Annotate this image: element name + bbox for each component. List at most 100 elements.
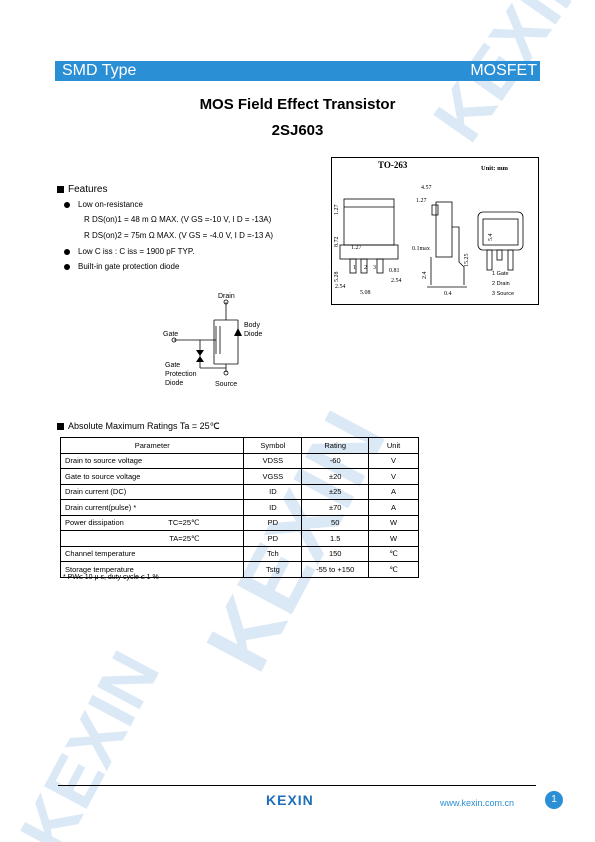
bullet-icon	[64, 201, 70, 208]
table-row: Drain current(pulse) * ID ±70 A	[59, 499, 419, 516]
table-row: Drain current (DC) ID ±25 A	[59, 483, 419, 500]
parameter-cell: Drain current (DC)	[59, 483, 245, 500]
mosfet-schematic: Drain Gate Source	[163, 293, 242, 388]
unit-cell: ℃	[368, 545, 419, 562]
dim-d8: 0.81	[389, 268, 400, 274]
ratings-heading: Absolute Maximum Ratings Ta = 25℃	[57, 421, 220, 432]
dim-d2: 4.57	[421, 185, 432, 191]
page-number-badge: 1	[545, 791, 563, 809]
parameter-cell: TA=25℃	[59, 530, 245, 547]
condition-label: TC=25℃	[168, 518, 200, 528]
package-outline: 1.27 4.57 8.72 1.27 5.28 2.54 5.08 0.81 …	[334, 185, 524, 297]
watermark-text-3: KEXIN	[5, 639, 174, 842]
schematic-drain-label: Drain	[218, 293, 235, 300]
pin-label-gate: 1 Gate	[492, 271, 509, 277]
schematic-source-label: Source	[215, 381, 237, 388]
bullet-icon	[64, 248, 70, 255]
dim-d4: 1.27	[351, 245, 362, 251]
schematic-gate-label: Gate	[163, 331, 178, 338]
package-name: TO-263	[378, 160, 408, 170]
pin-number-1: 1	[353, 265, 356, 271]
symbol-cell: PD	[243, 530, 303, 547]
dim-d11: 15.25	[464, 254, 470, 268]
table-header-row: Parameter Symbol Rating Unit	[59, 437, 419, 454]
column-header: Rating	[301, 437, 370, 454]
rating-cell: ±70	[301, 499, 370, 516]
symbol-cell: PD	[243, 514, 303, 531]
bullet-icon	[64, 263, 70, 270]
column-header: Symbol	[243, 437, 303, 454]
dim-d14: 0.4	[444, 291, 452, 297]
rating-cell: -60	[301, 452, 370, 469]
unit-cell: ℃	[368, 561, 419, 578]
pin-label-source: 3 Source	[492, 291, 514, 297]
symbol-cell: VDSS	[243, 452, 303, 469]
part-number: 2SJ603	[271, 122, 324, 139]
table-row: TA=25℃ PD 1.5 W	[59, 530, 419, 547]
unit-cell: W	[368, 514, 419, 531]
unit-cell: A	[368, 499, 419, 516]
rating-cell: ±20	[301, 468, 370, 485]
package-drawing-frame	[331, 157, 539, 305]
symbol-cell: ID	[243, 499, 303, 516]
rating-cell: 1.5	[301, 530, 370, 547]
column-header: Parameter	[59, 437, 245, 454]
parameter-cell: Channel temperature	[59, 545, 245, 562]
features-heading: Features	[57, 184, 107, 195]
section-square-icon	[57, 423, 64, 431]
dim-d5: 5.28	[334, 272, 340, 283]
pin-label-drain: 2 Drain	[492, 281, 510, 287]
feature-item: R DS(on)1 = 48 m Ω MAX. (V GS =-10 V, I …	[84, 215, 272, 224]
pin-number-3: 3	[373, 265, 376, 271]
footer-brand-logo: KEXIN	[266, 792, 314, 808]
parameter-cell: Drain to source voltage	[59, 452, 245, 469]
schematic-gate-protection-label: Gate Protection Diode	[165, 362, 197, 387]
symbol-cell: Tstg	[243, 561, 303, 578]
dim-d9: 2.54	[391, 278, 402, 284]
table-row: Drain to source voltage VDSS -60 V	[59, 452, 419, 469]
feature-item: Built-in gate protection diode	[64, 262, 179, 271]
header-left-label: SMD Type	[62, 62, 137, 79]
symbol-cell: VGSS	[243, 468, 303, 485]
feature-item: R DS(on)2 = 75m Ω MAX. (V GS = -4.0 V, I…	[84, 231, 274, 240]
footer-url[interactable]: www.kexin.com.cn	[440, 798, 515, 808]
parameter-cell: Storage temperature	[59, 561, 245, 578]
section-square-icon	[57, 185, 64, 193]
feature-item: Low on-resistance	[64, 200, 143, 209]
dim-d13: 2.4	[422, 272, 428, 280]
dim-d3: 8.72	[334, 237, 340, 248]
symbol-cell: ID	[243, 483, 303, 500]
dim-d15: 1.27	[416, 198, 427, 204]
table-row: Gate to source voltage VGSS ±20 V	[59, 468, 419, 485]
dim-d7: 5.08	[360, 290, 371, 296]
parameter-cell: Gate to source voltage	[59, 468, 245, 485]
unit-cell: V	[368, 468, 419, 485]
symbol-cell: Tch	[243, 545, 303, 562]
pin-number-2: 2	[364, 265, 367, 271]
page-title: MOS Field Effect Transistor	[199, 96, 396, 113]
unit-cell: A	[368, 483, 419, 500]
dim-d1: 1.27	[334, 205, 340, 216]
ratings-footnote: * PW≤ 10 μ s, duty cycle ≤ 1 %	[63, 574, 159, 581]
package-unit: Unit: mm	[481, 165, 508, 172]
unit-cell: V	[368, 452, 419, 469]
rating-cell: 50	[301, 514, 370, 531]
column-header: Unit	[368, 437, 419, 454]
feature-item: Low C iss : C iss = 1900 pF TYP.	[64, 247, 194, 256]
header-banner	[55, 61, 540, 81]
unit-cell: W	[368, 530, 419, 547]
rating-cell: -55 to +150	[301, 561, 370, 578]
schematic-body-diode-label: Body Diode	[244, 322, 263, 338]
table-row: Storage temperature Tstg -55 to +150 ℃	[59, 561, 419, 578]
rating-cell: 150	[301, 545, 370, 562]
dim-d6: 2.54	[335, 284, 346, 290]
dim-d10: 0.1max	[412, 246, 430, 252]
ratings-table: Parameter Symbol Rating Unit Drain to so…	[59, 437, 419, 578]
footer-divider	[58, 785, 536, 786]
header-right-label: MOSFET	[470, 62, 537, 79]
dim-d12: 5.4	[488, 234, 494, 242]
parameter-cell: Drain current(pulse) *	[59, 499, 245, 516]
table-row: Channel temperature Tch 150 ℃	[59, 545, 419, 562]
